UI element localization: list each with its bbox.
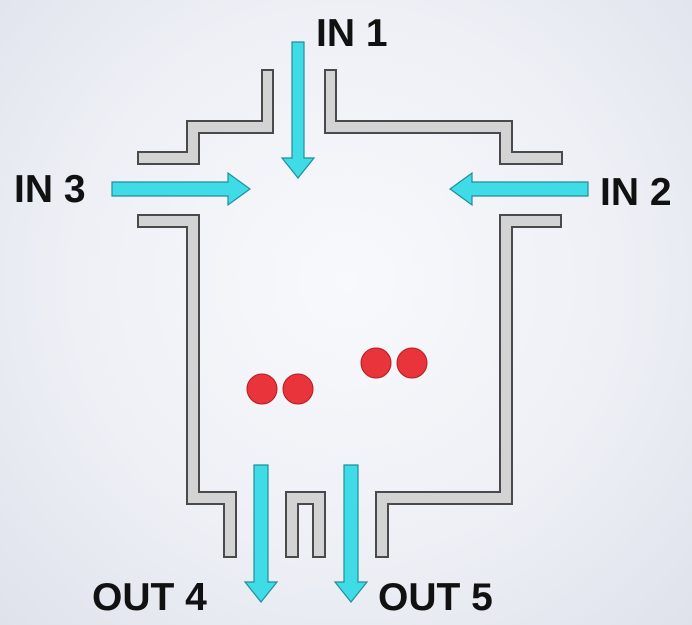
outlet-divider	[285, 491, 326, 558]
arrow-in-1	[280, 41, 316, 179]
wall-top-right	[324, 69, 563, 165]
particle	[282, 373, 314, 405]
particle	[246, 373, 278, 405]
particle	[396, 347, 428, 379]
arrow-in-2	[448, 171, 589, 207]
label-out-5: OUT 5	[378, 576, 493, 619]
label-in-1: IN 1	[316, 12, 388, 55]
wall-top-left	[137, 69, 274, 165]
wall-right-body	[375, 214, 562, 558]
wall-left-body	[137, 214, 237, 558]
label-in-2: IN 2	[600, 171, 672, 214]
arrow-in-3	[111, 171, 252, 207]
particle	[360, 347, 392, 379]
label-in-3: IN 3	[14, 168, 86, 211]
arrow-out-4	[243, 464, 279, 603]
label-out-4: OUT 4	[92, 576, 207, 619]
arrow-out-5	[333, 464, 369, 603]
